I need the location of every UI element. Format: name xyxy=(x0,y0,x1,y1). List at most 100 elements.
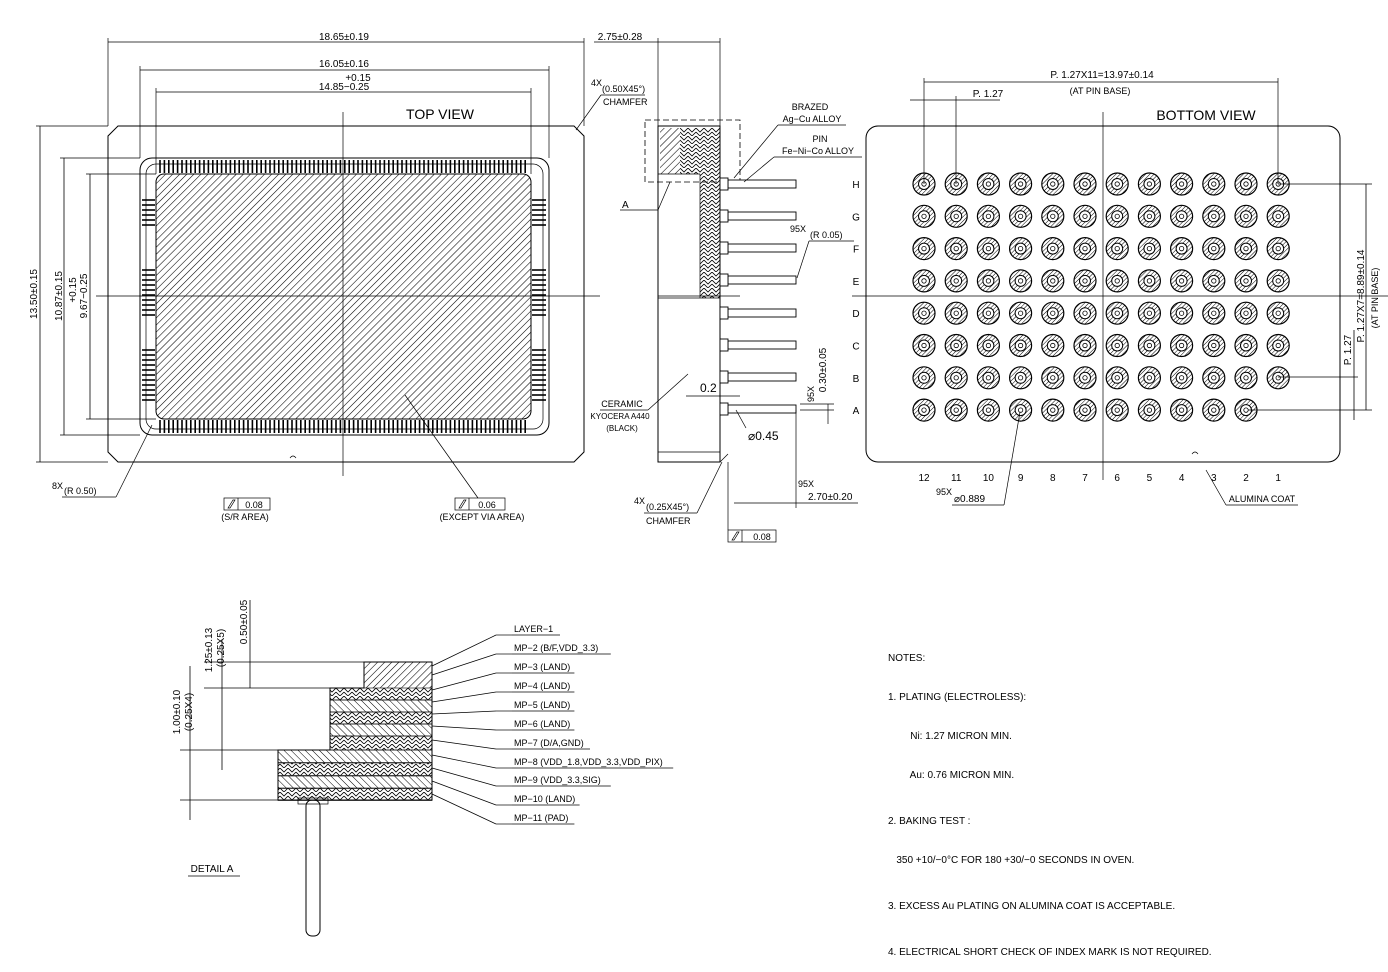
column-label: 5 xyxy=(1147,473,1153,484)
pin-center xyxy=(1146,213,1153,219)
column-label: 4 xyxy=(1179,473,1185,484)
pin-center xyxy=(921,375,927,381)
pin-center xyxy=(1050,181,1056,187)
pin-hole xyxy=(1014,371,1027,384)
side-pin xyxy=(727,243,797,253)
pin-hole xyxy=(1240,242,1252,255)
pin-hole xyxy=(1143,371,1156,384)
pin-hole xyxy=(1175,339,1188,352)
row-label: H xyxy=(852,180,859,191)
pin-hole xyxy=(1175,274,1188,287)
pin-center xyxy=(1082,407,1088,413)
pin-center xyxy=(1017,375,1024,381)
note-1a: Ni: 1.27 MICRON MIN. xyxy=(888,731,1012,742)
pin-center xyxy=(1114,375,1120,381)
pin-center xyxy=(921,246,927,252)
pin-center xyxy=(1179,246,1185,252)
pin-center xyxy=(1114,246,1120,252)
side-view: A 2.75±0.28 BRAZED Ag−Cu ALLOY PIN Fe−Ni… xyxy=(590,32,862,543)
bond-fingers xyxy=(142,160,546,433)
pin-center xyxy=(1050,342,1056,349)
layer-label: MP−8 (VDD_1.8,VDD_3.3,VDD_PIX) xyxy=(514,757,663,767)
top-view-title: TOP VIEW xyxy=(406,106,475,122)
pin-hole xyxy=(1175,404,1188,417)
pin-hole xyxy=(1175,371,1188,384)
layer-label: MP−3 (LAND) xyxy=(514,662,570,672)
pin-hole xyxy=(1046,242,1059,255)
pin-radius-qty: 95X xyxy=(790,224,806,234)
row-label: A xyxy=(853,406,860,417)
pin-hole xyxy=(982,210,995,223)
layer-leader xyxy=(431,754,497,769)
pin-hole xyxy=(1014,404,1027,417)
pin-center xyxy=(921,342,927,349)
pin-hole xyxy=(1079,274,1091,287)
pin-center xyxy=(1050,278,1056,284)
pin-center xyxy=(1146,246,1153,252)
pin-center xyxy=(1179,375,1185,381)
pin-hole xyxy=(1014,307,1027,320)
pin-hole xyxy=(950,242,963,255)
pin-hole xyxy=(1111,210,1124,223)
detail-pin xyxy=(305,799,321,937)
pin-hole xyxy=(1014,178,1027,190)
brazed-alloy: Ag−Cu ALLOY xyxy=(783,114,842,124)
pin-hole xyxy=(950,307,963,320)
pitch-vert: P. 1.27 xyxy=(1343,334,1354,365)
pin-center xyxy=(1017,407,1024,413)
column-label: 7 xyxy=(1082,473,1088,484)
pin-hole xyxy=(1143,339,1156,352)
detail-dim-bot-ref: (0.25X4) xyxy=(184,693,195,731)
pin-hole xyxy=(1046,404,1059,417)
pin-center xyxy=(1275,278,1281,284)
pin-hole xyxy=(1111,242,1124,255)
side-pin xyxy=(727,211,797,221)
pin-hole xyxy=(918,307,930,320)
pin-hole xyxy=(1111,274,1124,287)
side-pins xyxy=(719,177,797,416)
pin-hole xyxy=(1079,404,1091,417)
pin-hole xyxy=(1079,210,1091,223)
detail-dim-top: 0.50±0.05 xyxy=(239,599,250,644)
detail-layer xyxy=(364,662,432,688)
pin-hole xyxy=(918,242,930,255)
detail-layer xyxy=(329,735,433,751)
pin-center xyxy=(1050,407,1056,413)
flatness-left: 0.08 xyxy=(245,500,263,510)
pin-hole xyxy=(1111,371,1124,384)
side-pin xyxy=(727,404,797,414)
pin-hole xyxy=(1272,339,1285,352)
pin-hole xyxy=(1175,242,1188,255)
layer-leader xyxy=(431,780,497,806)
pin-hole xyxy=(982,307,995,320)
pin-diam: ⌀0.889 xyxy=(954,494,985,505)
side-pin xyxy=(727,275,797,285)
pin-center xyxy=(1211,181,1217,187)
pin-hole xyxy=(1079,242,1091,255)
column-label: 11 xyxy=(951,473,962,484)
column-label: 6 xyxy=(1114,473,1120,484)
pin-center xyxy=(1211,407,1217,413)
pin-center xyxy=(1179,213,1185,219)
pin-hole xyxy=(1207,178,1220,190)
pin-center xyxy=(1146,407,1153,413)
layer-leader xyxy=(431,793,497,825)
dim-width-outer: 18.65±0.19 xyxy=(319,32,369,43)
pin-hole xyxy=(1175,178,1188,190)
pin-hole xyxy=(1240,274,1252,287)
pin-center xyxy=(921,213,927,219)
pin-center xyxy=(1082,213,1088,219)
pitch-vert-total: P. 1.27X7=8.89±0.14 xyxy=(1356,249,1367,342)
pin-center xyxy=(985,213,992,219)
pin-center xyxy=(1179,407,1185,413)
pin-center xyxy=(1179,181,1185,187)
column-label: 1 xyxy=(1275,473,1281,484)
side-chamfer-label: CHAMFER xyxy=(646,516,691,526)
layer-label: MP−4 (LAND) xyxy=(514,681,570,691)
pin-hole xyxy=(1046,210,1059,223)
pin-hole xyxy=(982,371,995,384)
pin-center xyxy=(1179,342,1185,349)
pin-center xyxy=(1114,310,1120,316)
dim-diam: ⌀0.45 xyxy=(748,429,779,443)
